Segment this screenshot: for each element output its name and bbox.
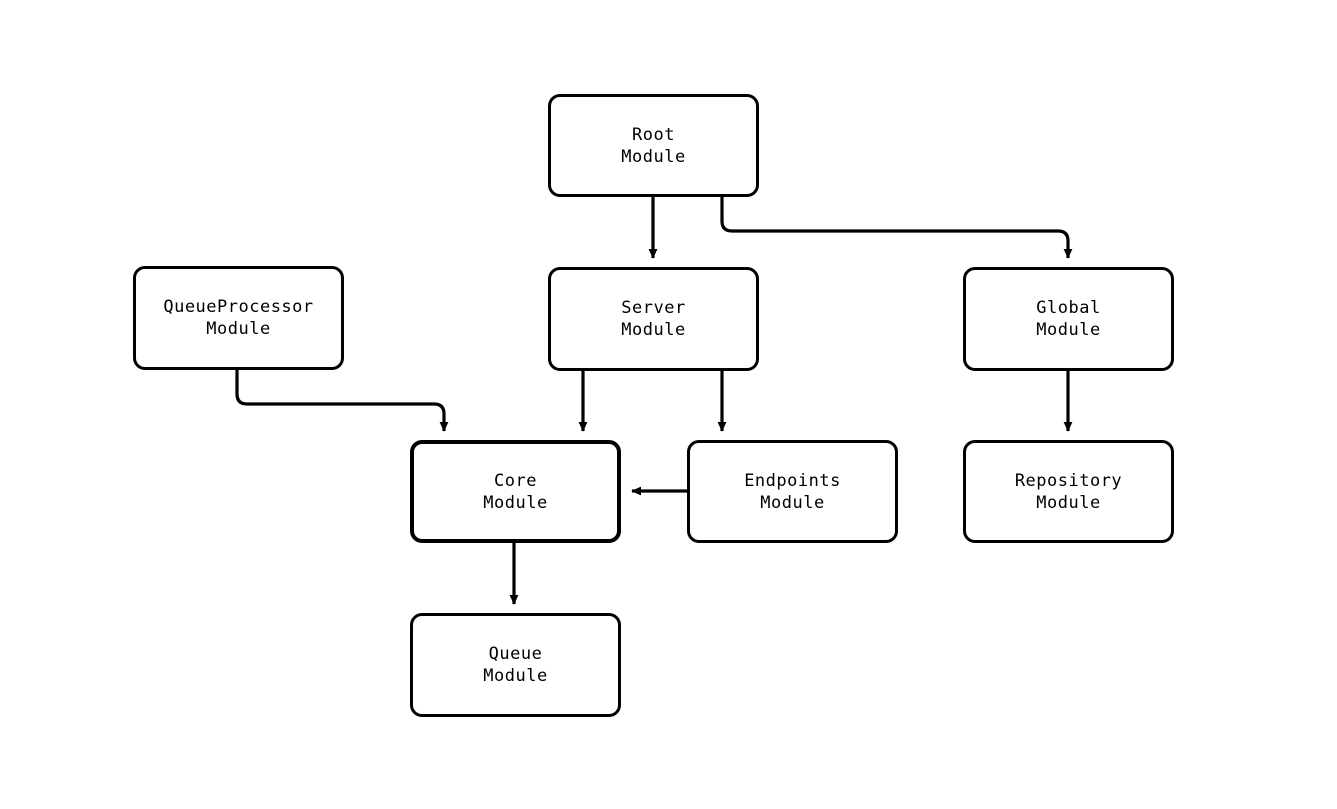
node-label-line2-repository: Module <box>1036 492 1101 513</box>
node-label-line1-core: Core <box>494 470 537 491</box>
node-label-line2-global: Module <box>1036 320 1101 340</box>
node-label-line2-root: Module <box>621 146 686 167</box>
edge-root-global <box>720 197 1073 259</box>
node-label-line2-endpoints: Module <box>760 492 825 513</box>
node-label-line1-server: Server <box>621 298 686 318</box>
node-label-line1-repository: Repository <box>1014 470 1123 491</box>
node-label-line2-core: Module <box>483 492 548 513</box>
node-label-line2-queueprocessor: Module <box>206 319 271 339</box>
node-label-line2-queue: Module <box>483 666 548 686</box>
node-label-line1-endpoints: Endpoints <box>744 470 841 491</box>
edges-group <box>235 197 1073 605</box>
node-label-line1-root: Root <box>632 124 675 145</box>
node-label-line1-queueprocessor: QueueProcessor <box>163 297 314 317</box>
node-label-line1-global: Global <box>1036 298 1101 318</box>
node-label-line2-server: Module <box>621 320 686 340</box>
edge-queueprocessor-core <box>235 370 449 432</box>
node-label-line1-queue: Queue <box>488 644 543 664</box>
